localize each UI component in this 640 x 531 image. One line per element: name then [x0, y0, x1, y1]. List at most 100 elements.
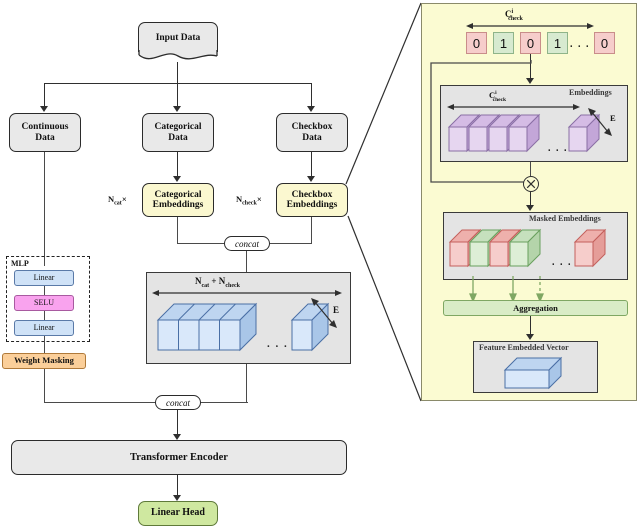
- concat-top-connector[interactable]: concat: [224, 236, 270, 251]
- bits-to-embeddings-line: [530, 54, 532, 80]
- bit-value-4: 0: [600, 35, 609, 51]
- concat-top-out-line: [246, 251, 248, 273]
- mlp-to-weight-masking-line: [44, 336, 46, 353]
- embeddings-width-arrow: [447, 104, 580, 110]
- arrowhead-checkbox-embeddings: [307, 176, 315, 182]
- bit-value-3: 1: [553, 35, 562, 51]
- weight-masking-node: Weight Masking: [2, 353, 86, 369]
- combined-embeddings-depth-label: E: [333, 305, 340, 315]
- mlp-selu-label: SELU: [34, 297, 54, 307]
- aggregation-to-feature-line: [530, 316, 532, 336]
- multiply-icon: [523, 176, 539, 192]
- concat-top-label: concat: [235, 238, 259, 249]
- arrowhead-categorical: [173, 106, 181, 112]
- bit-cell-0: 0: [466, 32, 487, 54]
- bits-ellipsis: . . .: [570, 39, 590, 50]
- bit-value-2: 0: [526, 35, 535, 51]
- masked-to-aggregation-arrows: [469, 276, 544, 303]
- bit-value-0: 0: [472, 35, 481, 51]
- bit-cell-4: 0: [594, 32, 615, 54]
- checkbox-embeddings-node: Checkbox Embeddings: [276, 183, 348, 217]
- categorical-data-label-line2: Data: [168, 132, 188, 143]
- concat-bottom-out-line: [177, 410, 179, 436]
- categorical-embeddings-label-line1: Categorical: [154, 189, 202, 200]
- embeddings-width-subscript: check: [492, 96, 507, 103]
- embeddings-width-label: Cicheck: [489, 90, 506, 103]
- n-cat-subscript: cat: [114, 200, 122, 207]
- masked-embeddings-ellipsis: . . .: [552, 257, 572, 268]
- n-cat-times: ×: [121, 194, 127, 204]
- masked-embeddings-panel-title: Masked Embeddings: [529, 214, 601, 223]
- checkbox-embeddings-label-line2: Embeddings: [286, 200, 338, 210]
- categorical-data-label-line1: Categorical: [154, 122, 202, 133]
- checkbox-embeddings-label-line1: Checkbox: [291, 189, 333, 200]
- transformer-encoder-node: Transformer Encoder: [11, 440, 347, 475]
- continuous-down-line: [44, 152, 46, 266]
- bits-axis-symbol: C: [505, 9, 512, 19]
- branch-line-checkbox: [311, 83, 313, 108]
- mlp-line-2: [44, 311, 46, 320]
- checkbox-to-embeddings-line: [311, 152, 313, 178]
- n-check-subscript: check: [242, 200, 257, 207]
- n-check-multiplier: Ncheck×: [236, 194, 262, 207]
- aggregation-node: Aggregation: [443, 300, 628, 316]
- n-cat-multiplier: Ncat×: [108, 194, 127, 207]
- linear-head-node: Linear Head: [138, 501, 218, 526]
- embeddings-cubes: [447, 113, 601, 153]
- categorical-data-node: Categorical Data: [142, 113, 214, 152]
- bits-axis-label: Cicheck: [505, 9, 523, 22]
- mlp-title-label: MLP: [11, 259, 29, 268]
- weight-masking-down-line: [44, 369, 46, 403]
- mlp-container: [6, 256, 90, 342]
- arrowhead-continuous: [40, 106, 48, 112]
- arrowhead-masked-embeddings: [526, 205, 534, 211]
- bit-cell-2: 0: [520, 32, 541, 54]
- embeddings-depth-arrow: [588, 108, 612, 136]
- mlp-selu-node: SELU: [14, 295, 74, 311]
- embeddings-width-symbol: C: [489, 90, 496, 100]
- mlp-linear-2-node: Linear: [14, 320, 74, 336]
- multiply-cross-icon: [526, 179, 536, 189]
- document-wave-icon: [138, 50, 218, 60]
- n-cat-symbol: N: [108, 194, 115, 204]
- mlp-linear-2-label: Linear: [33, 322, 55, 332]
- linear-head-label: Linear Head: [151, 507, 205, 519]
- multiply-to-masked-line: [530, 192, 532, 207]
- categorical-embeddings-node: Categorical Embeddings: [142, 183, 214, 217]
- input-trunk-line: [177, 62, 179, 83]
- combined-embeddings-width-arrow: [152, 290, 342, 296]
- arrowhead-categorical-embeddings: [173, 176, 181, 182]
- mlp-linear-1-label: Linear: [33, 272, 55, 282]
- mlp-linear-1-node: Linear: [14, 270, 74, 286]
- feature-embedded-vector-cube: [503, 356, 563, 390]
- embeddings-to-multiply-line: [530, 162, 532, 176]
- arrowhead-checkbox: [307, 106, 315, 112]
- concat-bottom-bus-line: [44, 402, 248, 404]
- checkbox-data-node: Checkbox Data: [276, 113, 348, 152]
- n-cat-width-subscript: cat: [201, 282, 210, 289]
- n-check-width-subscript: check: [225, 282, 240, 289]
- concat-bottom-connector[interactable]: concat: [155, 395, 201, 410]
- mlp-line-1: [44, 286, 46, 295]
- n-cat-width-symbol: N: [195, 276, 202, 286]
- n-check-times: ×: [256, 194, 262, 204]
- combined-embeddings-depth-arrow: [311, 298, 337, 328]
- feature-embedded-vector-title: Feature Embedded Vector: [479, 343, 569, 352]
- masked-embeddings-cubes: [448, 228, 607, 268]
- checkbox-data-label-line1: Checkbox: [291, 122, 333, 133]
- embeddings-width-superscript: i: [495, 90, 497, 97]
- encoder-to-head-line: [177, 475, 179, 497]
- embeddings-panel-title: Embeddings: [569, 88, 612, 97]
- bits-axis-subscript: check: [508, 15, 523, 22]
- continuous-data-label-line1: Continuous: [21, 122, 69, 133]
- embeddings-ellipsis: . . .: [548, 143, 568, 154]
- continuous-data-label-line2: Data: [35, 132, 55, 143]
- branch-line-categorical: [177, 83, 179, 108]
- categorical-embeddings-down-line: [177, 217, 179, 244]
- combined-embeddings-ellipsis: . . .: [267, 338, 289, 350]
- embedding-panel-down-line: [246, 364, 248, 403]
- categorical-to-embeddings-line: [177, 152, 179, 178]
- weight-masking-label: Weight Masking: [14, 355, 74, 366]
- arrowhead-embeddings-panel: [526, 78, 534, 84]
- aggregation-label: Aggregation: [513, 303, 558, 313]
